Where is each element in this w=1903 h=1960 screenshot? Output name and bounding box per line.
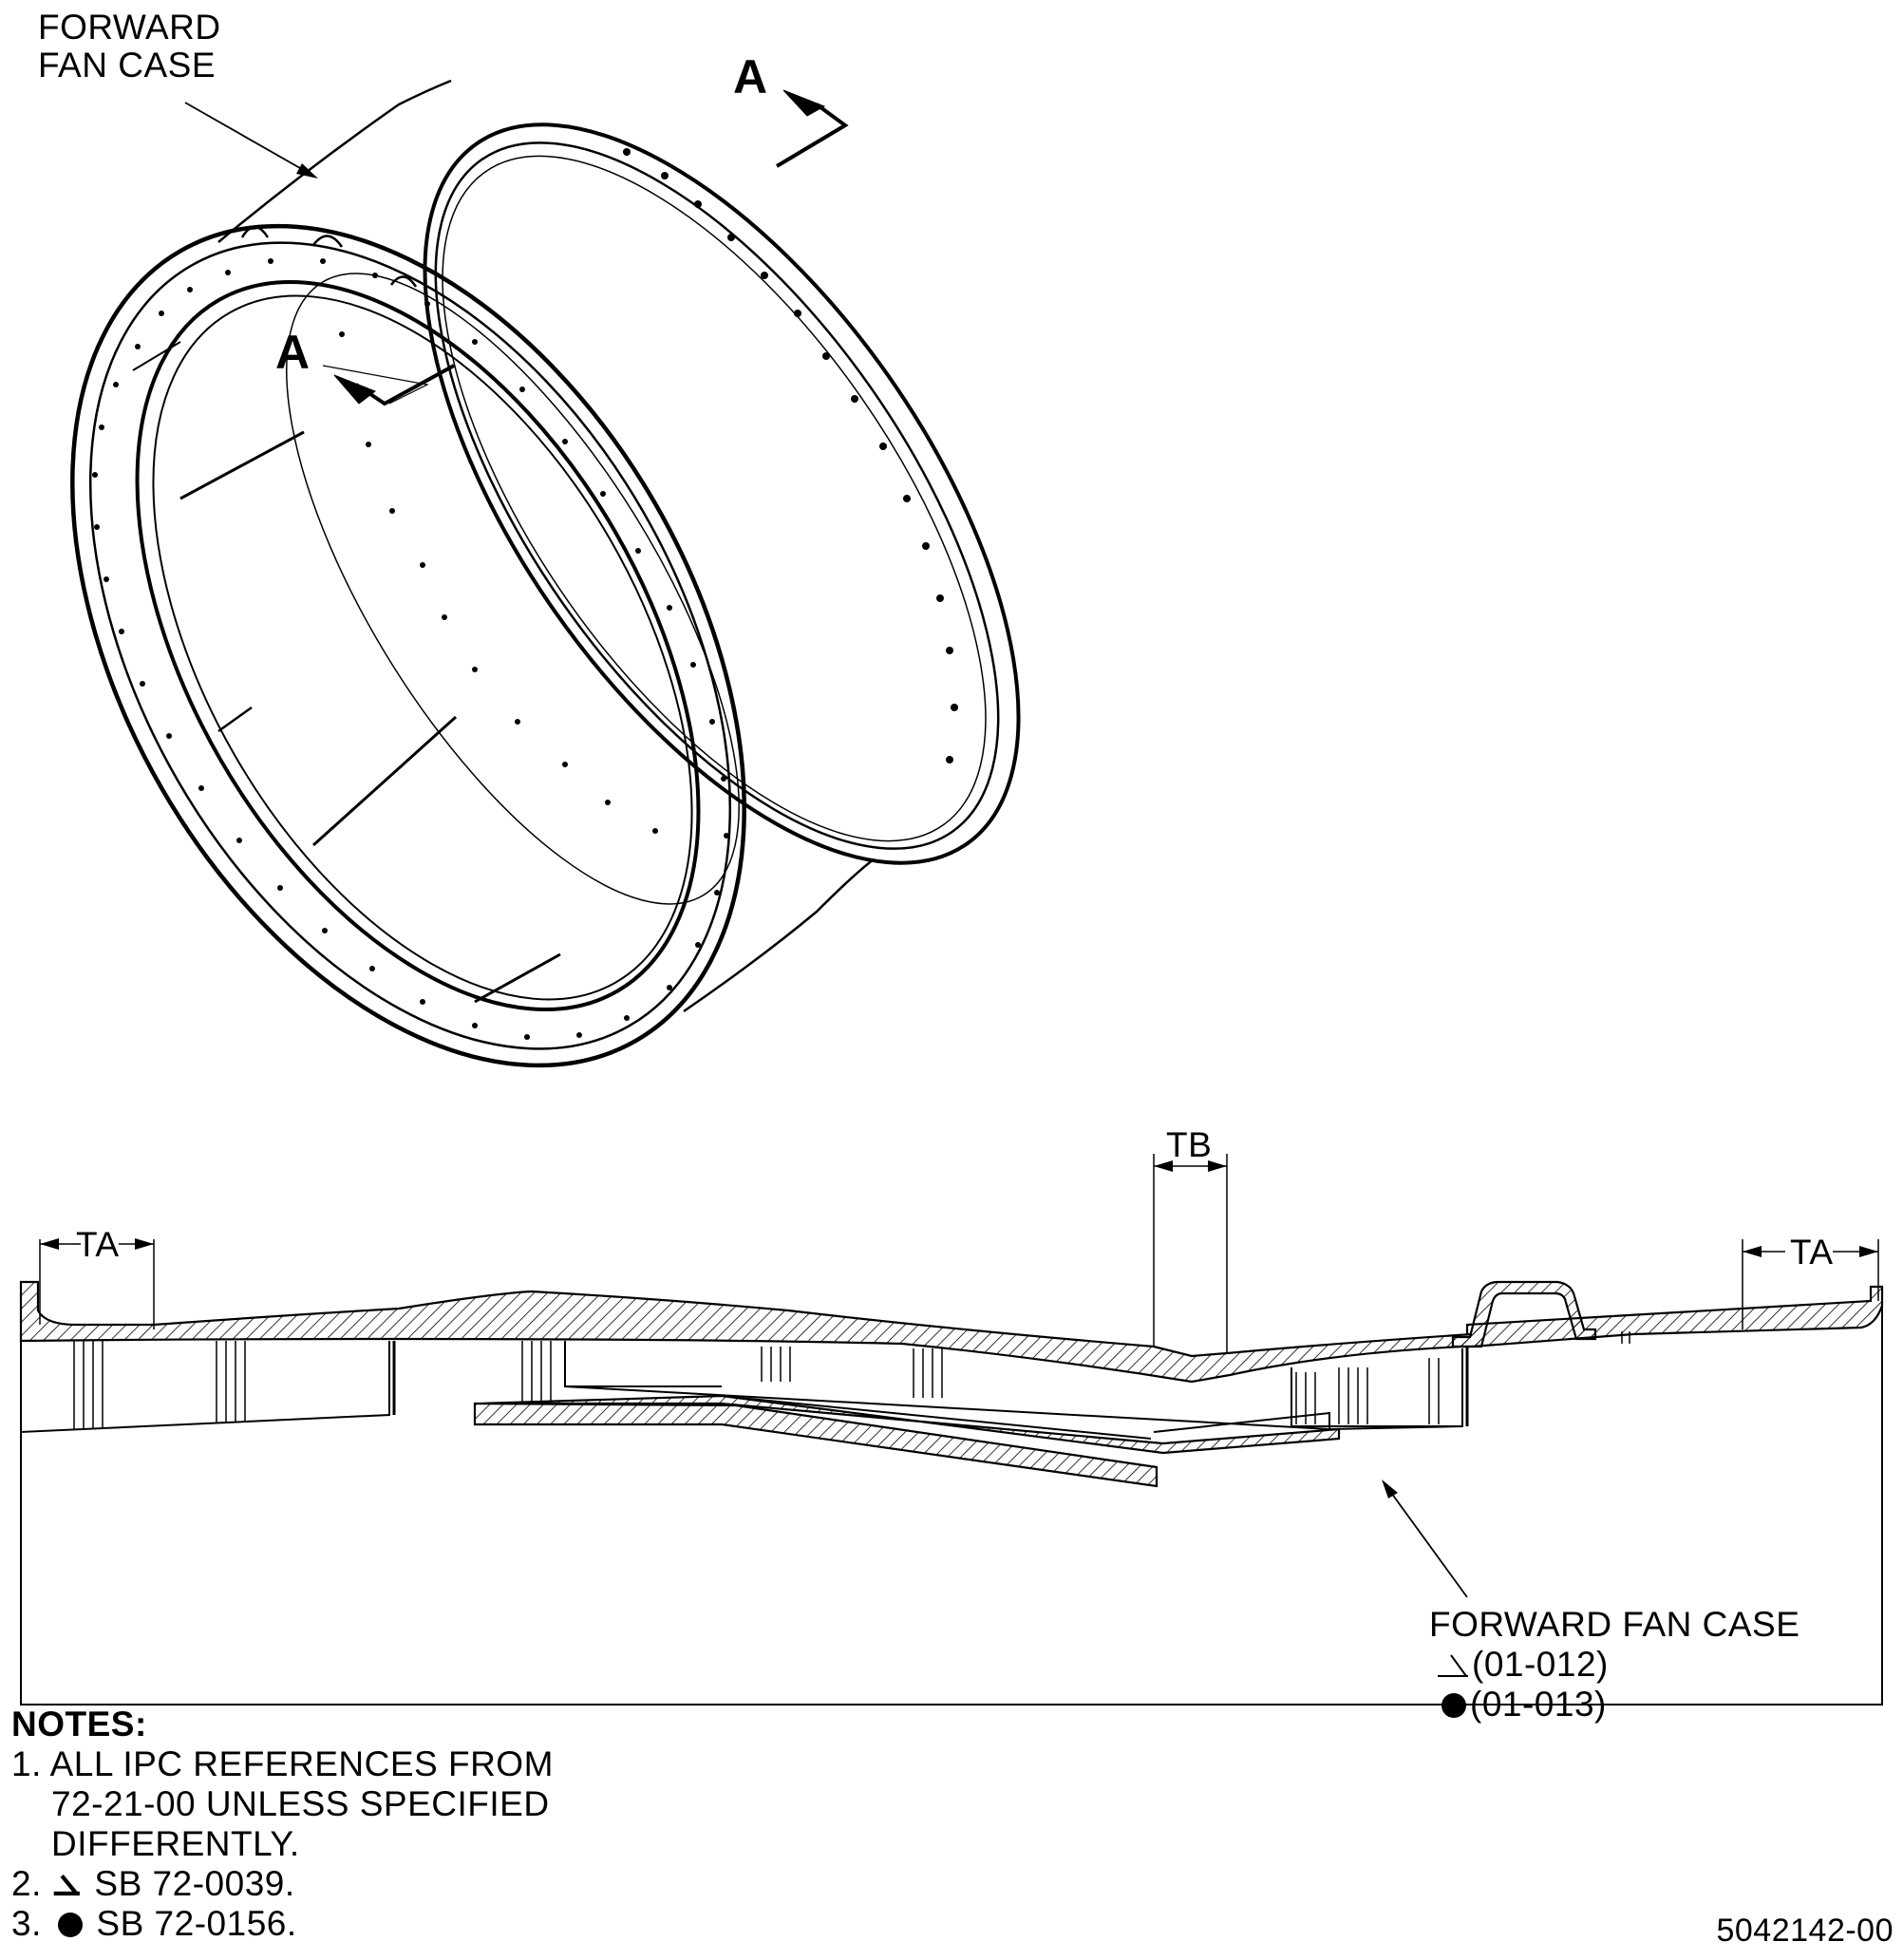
- note-1-num: 1.: [11, 1744, 42, 1783]
- note-1-line-3: DIFFERENTLY.: [51, 1824, 300, 1863]
- note-1-line-1: ALL IPC REFERENCES FROM: [49, 1744, 554, 1783]
- bottom-callout-leader: [1385, 1485, 1468, 1598]
- section-view: [19, 1154, 1884, 1706]
- note-1: 1. ALL IPC REFERENCES FROM: [11, 1744, 554, 1784]
- section-boundary: [20, 1291, 1883, 1706]
- mount-brackets: [240, 225, 418, 288]
- front-flange-holes: [92, 258, 729, 1040]
- liner-holes: [339, 331, 658, 834]
- note-3: 3. SB 72-0156.: [11, 1904, 554, 1944]
- rear-flange-inner: [434, 141, 1000, 850]
- isometric-fan-case: [70, 79, 1021, 1068]
- section-marker-mid: A: [275, 326, 311, 379]
- front-flange-mid: [88, 241, 732, 1050]
- section-marker-top: A: [733, 50, 768, 104]
- notes-title: NOTES:: [11, 1705, 147, 1743]
- bottom-callout-title: FORWARD FAN CASE: [1429, 1605, 1800, 1644]
- hook-bracket: [1451, 1280, 1597, 1348]
- bottom-ref-1-row: (01-012): [1434, 1645, 1609, 1685]
- bottom-ref-2: (01-013): [1470, 1685, 1607, 1724]
- case-top-edge: [217, 79, 452, 243]
- note-1-line-2: 72-21-00 UNLESS SPECIFIED: [51, 1784, 550, 1823]
- case-bottom-edge: [683, 858, 875, 1013]
- dim-ta-right: TA: [1790, 1233, 1834, 1272]
- dim-tb: TB: [1166, 1125, 1213, 1164]
- note-2-num: 2.: [11, 1864, 42, 1903]
- front-flange-outer: [70, 223, 746, 1068]
- liner-left: [20, 1341, 390, 1434]
- top-callout-line2: FAN CASE: [38, 46, 216, 85]
- angle-icon: [53, 1875, 80, 1896]
- section-a-arrow-mid: [322, 364, 455, 406]
- case-wall: [19, 1280, 1884, 1384]
- note-2: 2. SB 72-0039.: [11, 1864, 554, 1904]
- bottom-ref-2-row: (01-013): [1441, 1685, 1607, 1724]
- section-a-arrow-top: [775, 89, 849, 168]
- liner-mid: [564, 1341, 1330, 1433]
- rear-flange-holes: [623, 148, 958, 763]
- notes-block: NOTES: 1. ALL IPC REFERENCES FROM 72-21-…: [11, 1705, 554, 1944]
- front-flange-inner: [135, 279, 701, 1012]
- note-3-num: 3.: [11, 1904, 42, 1943]
- bottom-ref-1: (01-012): [1472, 1645, 1609, 1684]
- filled-dot-icon: [57, 1913, 83, 1937]
- dim-ta-left: TA: [76, 1225, 120, 1264]
- figure-id: 5042142-00: [1716, 1913, 1894, 1949]
- rear-flange-outer: [423, 122, 1021, 865]
- angle-icon: [1438, 1654, 1468, 1677]
- top-callout-line1: FORWARD: [38, 8, 221, 47]
- note-3-text: SB 72-0156.: [96, 1904, 297, 1943]
- filled-dot-icon: [1441, 1693, 1466, 1718]
- note-2-text: SB 72-0039.: [94, 1864, 295, 1903]
- top-callout-leader: [184, 102, 314, 177]
- rib-lines: [73, 1331, 1630, 1429]
